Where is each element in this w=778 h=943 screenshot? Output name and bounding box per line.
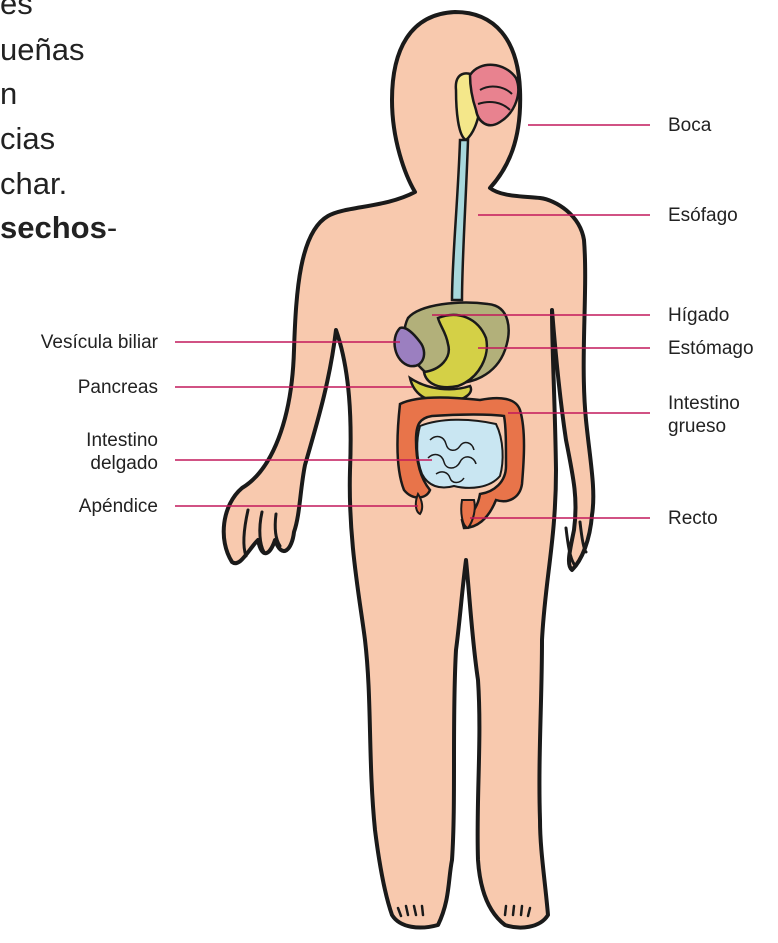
label-pancreas: Pancreas xyxy=(78,377,158,398)
label-boca: Boca xyxy=(668,115,711,136)
label-apendice: Apéndice xyxy=(79,496,158,517)
label-estomago: Estómago xyxy=(668,338,754,359)
label-intestino-grueso-2: grueso xyxy=(668,416,726,437)
label-intestino-delgado-1: Intestino xyxy=(86,430,158,451)
label-vesicula: Vesícula biliar xyxy=(41,332,158,353)
label-intestino-delgado-2: delgado xyxy=(90,453,158,474)
label-higado: Hígado xyxy=(668,305,729,326)
label-recto: Recto xyxy=(668,508,718,529)
label-intestino-grueso-1: Intestino xyxy=(668,393,740,414)
label-esofago: Esófago xyxy=(668,205,738,226)
small-intestine xyxy=(417,420,502,488)
